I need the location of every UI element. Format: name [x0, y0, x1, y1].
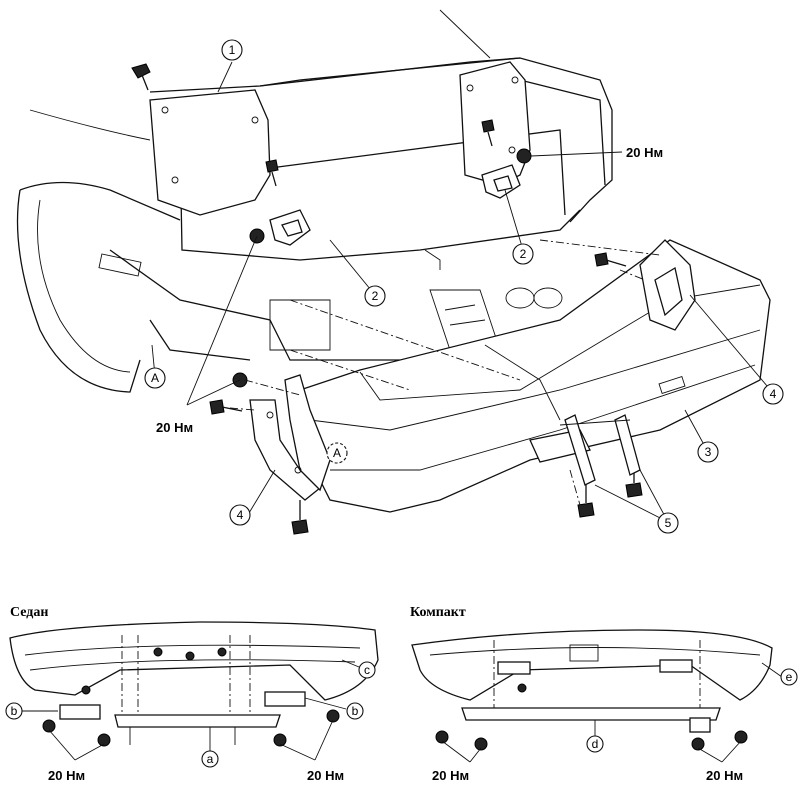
side-bracket-left-4: [249, 374, 331, 501]
compact-torque-right: 20 Нм: [706, 768, 743, 783]
sedan-title: Седан: [10, 605, 48, 620]
callout-A-bumper: A: [326, 442, 348, 464]
callout-4-left: 4: [229, 504, 251, 526]
callout-2-right: 2: [512, 243, 534, 265]
bolt-icon: [209, 399, 243, 415]
sedan-torque-right: 20 Нм: [307, 768, 344, 783]
svg-text:2: 2: [372, 289, 379, 303]
bracket-left-2: [269, 209, 311, 246]
svg-text:e: e: [786, 670, 793, 684]
callout-A-left: A: [144, 367, 166, 389]
bolt-icon: [594, 252, 627, 267]
compact-fasteners: [435, 683, 748, 751]
svg-text:a: a: [207, 752, 214, 766]
sedan-fasteners: [42, 647, 340, 747]
callout-4-right: 4: [762, 383, 784, 405]
bolt-icon: [577, 483, 595, 518]
svg-text:2: 2: [520, 247, 527, 261]
leader-lines-main: [151, 61, 774, 523]
compact-alignment-lines: [493, 640, 701, 708]
svg-text:1: 1: [229, 43, 236, 57]
torque-label: 20 Нм: [626, 145, 663, 160]
svg-text:4: 4: [237, 508, 244, 522]
svg-text:3: 3: [705, 445, 712, 459]
rear-bumper-cover-3: [299, 239, 771, 513]
svg-text:A: A: [151, 371, 159, 385]
callout-1: 1: [221, 39, 243, 61]
sedan-alignment-lines: [121, 635, 251, 715]
callout-2-left: 2: [364, 285, 386, 307]
alignment-lines: [229, 239, 661, 520]
callout-5: 5: [657, 512, 679, 534]
sedan-callout-b-left: b: [5, 702, 23, 720]
svg-text:b: b: [11, 704, 18, 718]
side-bracket-right-4: [639, 239, 696, 331]
sedan-callout-c: c: [358, 661, 376, 679]
compact-torque-left: 20 Нм: [432, 768, 469, 783]
sedan-callout-b-right: b: [346, 702, 364, 720]
sedan-torque-left: 20 Нм: [48, 768, 85, 783]
svg-text:d: d: [592, 737, 599, 751]
compact-leaders: [441, 662, 783, 763]
harness-wire: [484, 344, 561, 421]
nut-icon: [516, 148, 532, 164]
svg-text:b: b: [352, 704, 359, 718]
callout-3: 3: [697, 441, 719, 463]
sedan-callout-a: a: [201, 750, 219, 768]
svg-text:5: 5: [665, 516, 672, 530]
svg-text:c: c: [364, 663, 370, 677]
car-body-rear: [16, 9, 613, 393]
bracket-right-2: [481, 164, 521, 199]
sedan-bumper: [9, 621, 379, 745]
svg-text:4: 4: [770, 387, 777, 401]
screw-icon: [265, 159, 279, 187]
torque-label: 20 Нм: [156, 420, 193, 435]
screw-icon: [131, 63, 151, 91]
compact-callout-d: d: [586, 735, 604, 753]
sedan-leaders: [22, 659, 360, 761]
screw-icon: [481, 119, 495, 147]
compact-title: Компакт: [410, 605, 466, 620]
svg-text:A: A: [333, 446, 341, 460]
compact-callout-e: e: [780, 668, 798, 686]
center-braces-5: [559, 414, 641, 486]
compact-bumper: [411, 629, 773, 733]
trim-panel-1: [149, 61, 531, 216]
